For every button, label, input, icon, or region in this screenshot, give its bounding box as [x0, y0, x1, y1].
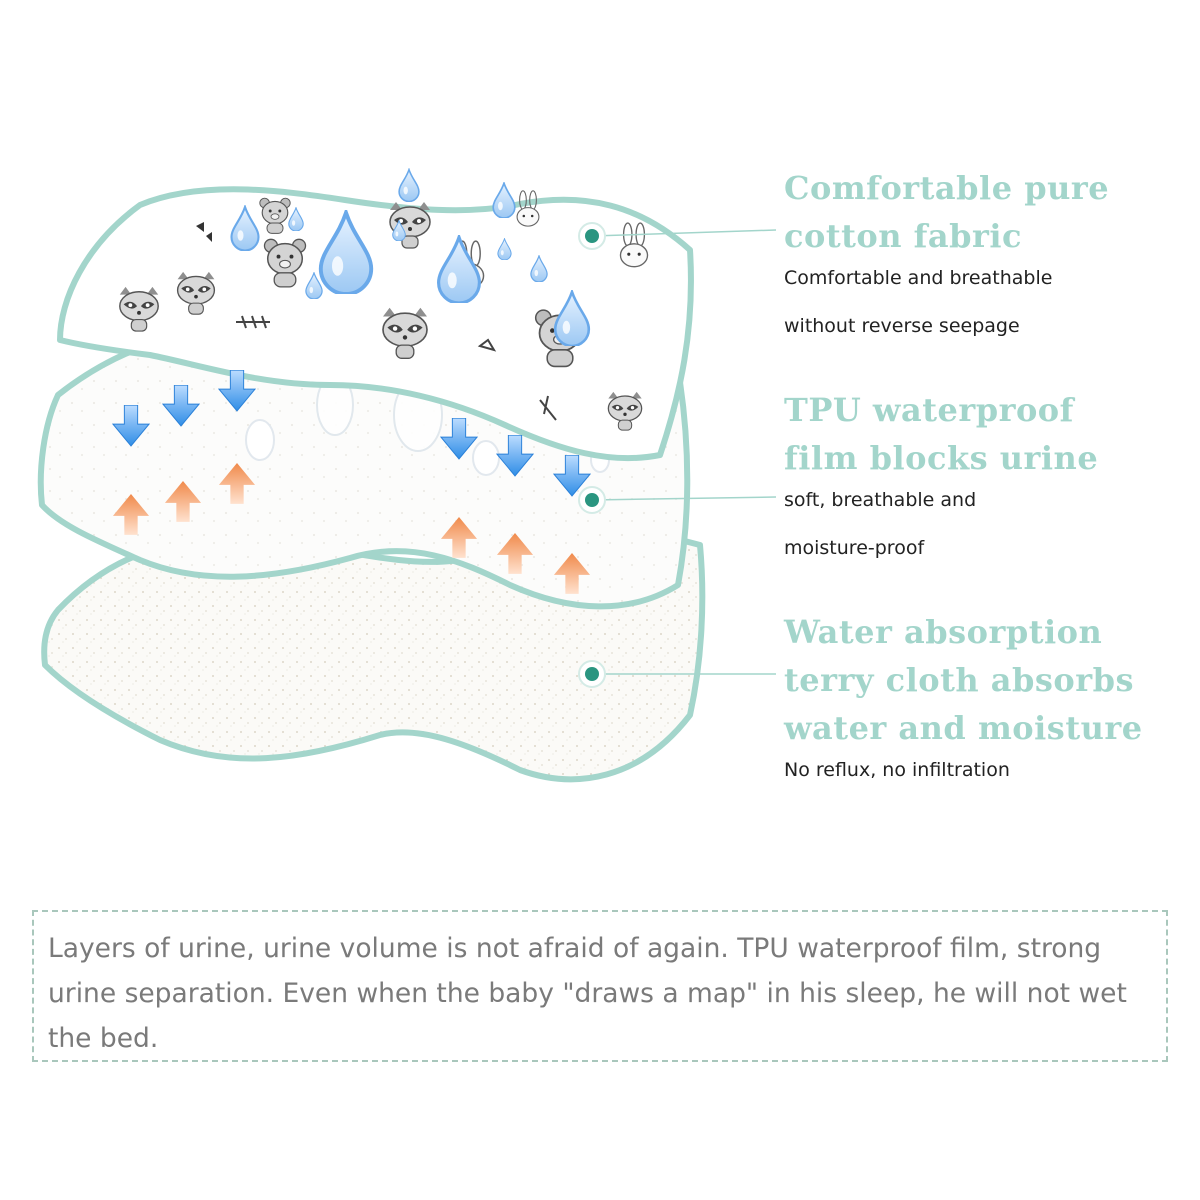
cotton-title-line-2: cotton fabric [784, 217, 1023, 255]
cotton-desc-line-1: Comfortable and breathable [784, 267, 1053, 289]
callouts [578, 222, 777, 688]
terry-title-line-3: water and moisture [784, 709, 1143, 747]
water-drop-icon [398, 168, 420, 202]
callout-dot [578, 660, 606, 688]
cotton-title-line-1: Comfortable pure [784, 169, 1110, 207]
terry-title-line-1: Water absorption [784, 613, 1103, 651]
layer-diagram [37, 168, 777, 783]
water-drop-icon [492, 182, 516, 218]
callout-line-cotton [591, 229, 777, 237]
tpu-desc-line-1: soft, breathable and [784, 489, 977, 511]
callout-dot [578, 222, 606, 250]
tpu-desc-line-2: moisture-proof [784, 537, 925, 559]
tpu-title-line-1: TPU waterproof [784, 391, 1074, 429]
callout-dot [578, 486, 606, 514]
note-box: Layers of urine, urine volume is not afr… [32, 910, 1168, 1062]
tpu-title-line-2: film blocks urine [784, 439, 1099, 477]
note-text: Layers of urine, urine volume is not afr… [48, 933, 1127, 1054]
cotton-fabric-layer [57, 168, 694, 462]
terry-title-line-2: terry cloth absorbs [784, 661, 1134, 699]
terry-desc-line-1: No reflux, no infiltration [784, 759, 1010, 781]
callout-line-tpu [591, 496, 777, 501]
cotton-desc-line-2: without reverse seepage [784, 315, 1020, 337]
